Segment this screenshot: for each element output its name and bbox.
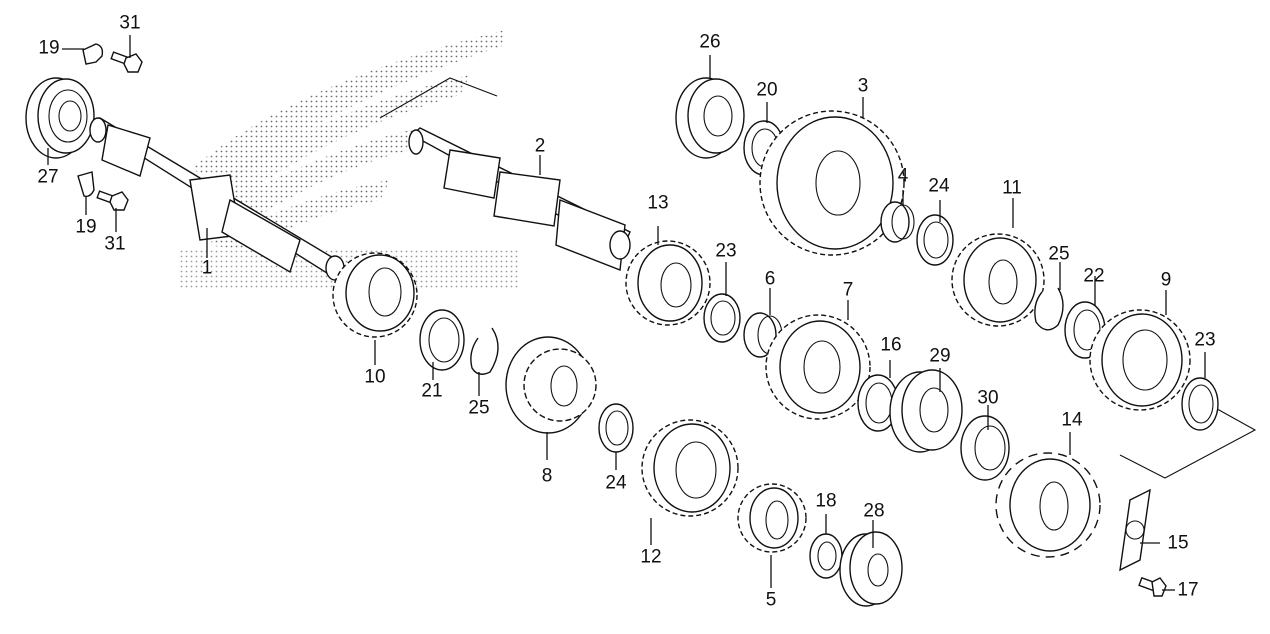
- washer-18: [809, 533, 843, 579]
- callout-14: 14: [1061, 409, 1083, 431]
- callout-10: 10: [364, 366, 386, 388]
- callout-7: 7: [842, 279, 854, 301]
- leader-lines: [47, 35, 1206, 591]
- washer-23-right: [1181, 377, 1219, 431]
- gear-12: [641, 419, 739, 517]
- callout-25: 25: [468, 397, 490, 419]
- callout-29: 29: [929, 345, 951, 367]
- washer-24-right: [916, 214, 954, 266]
- callout-17: 17: [1177, 579, 1199, 601]
- circlip-25-left: [470, 327, 499, 375]
- callout-19: 19: [38, 37, 60, 59]
- callout-9: 9: [1160, 269, 1172, 291]
- callout-8: 8: [541, 465, 553, 487]
- bearing-26: [675, 77, 745, 159]
- callout-31: 31: [104, 233, 126, 255]
- washer-23-left: [703, 293, 741, 343]
- bolt-17: [1138, 576, 1167, 597]
- gear-11: [951, 233, 1045, 327]
- bearing-28: [839, 531, 903, 607]
- bearing-29: [889, 369, 963, 453]
- callout-28: 28: [863, 500, 885, 522]
- callout-21: 21: [421, 380, 443, 402]
- callout-31: 31: [119, 12, 141, 34]
- callout-26: 26: [699, 31, 721, 53]
- callout-12: 12: [640, 546, 662, 568]
- plate-19-bottom: [77, 171, 95, 198]
- callout-20: 20: [756, 79, 778, 101]
- callout-24: 24: [605, 472, 627, 494]
- bushing-4: [880, 201, 915, 243]
- callout-2: 2: [534, 135, 546, 157]
- callout-30: 30: [977, 387, 999, 409]
- washer-24-left: [598, 403, 634, 453]
- callout-19: 19: [75, 216, 97, 238]
- circlip-25-right: [1034, 287, 1064, 331]
- callout-22: 22: [1083, 265, 1105, 287]
- callout-5: 5: [765, 589, 777, 611]
- callout-3: 3: [857, 75, 869, 97]
- washer-21: [419, 309, 465, 371]
- callout-16: 16: [880, 334, 902, 356]
- plate-19-top: [82, 43, 104, 65]
- callout-23: 23: [1194, 329, 1216, 351]
- bearing-27: [25, 77, 95, 159]
- callout-25: 25: [1048, 243, 1070, 265]
- gear-3: [759, 110, 905, 256]
- bolt-31-top: [110, 51, 143, 73]
- bolt-31-bottom: [96, 190, 129, 211]
- callout-18: 18: [815, 490, 837, 512]
- gear-5: [737, 483, 807, 553]
- assembly-guide-line: [1119, 404, 1257, 479]
- assembly-guide-line: [379, 77, 498, 119]
- callout-1: 1: [201, 257, 213, 279]
- sprocket-plate-15: [1119, 488, 1151, 572]
- gear-8: [505, 336, 597, 434]
- gear-13: [625, 240, 711, 326]
- callout-11: 11: [1002, 177, 1022, 199]
- callout-24: 24: [928, 175, 950, 197]
- gear-10: [332, 252, 418, 338]
- callout-6: 6: [764, 268, 776, 290]
- gear-7: [765, 314, 871, 420]
- callout-27: 27: [37, 166, 59, 188]
- callout-15: 15: [1167, 532, 1189, 554]
- callout-13: 13: [647, 192, 669, 214]
- drive-sprocket-14: [995, 452, 1101, 558]
- callout-23: 23: [715, 240, 737, 262]
- oil-seal-30: [960, 415, 1010, 481]
- countershaft-2: [408, 127, 631, 271]
- callout-4: 4: [897, 165, 909, 187]
- gear-9: [1089, 309, 1191, 411]
